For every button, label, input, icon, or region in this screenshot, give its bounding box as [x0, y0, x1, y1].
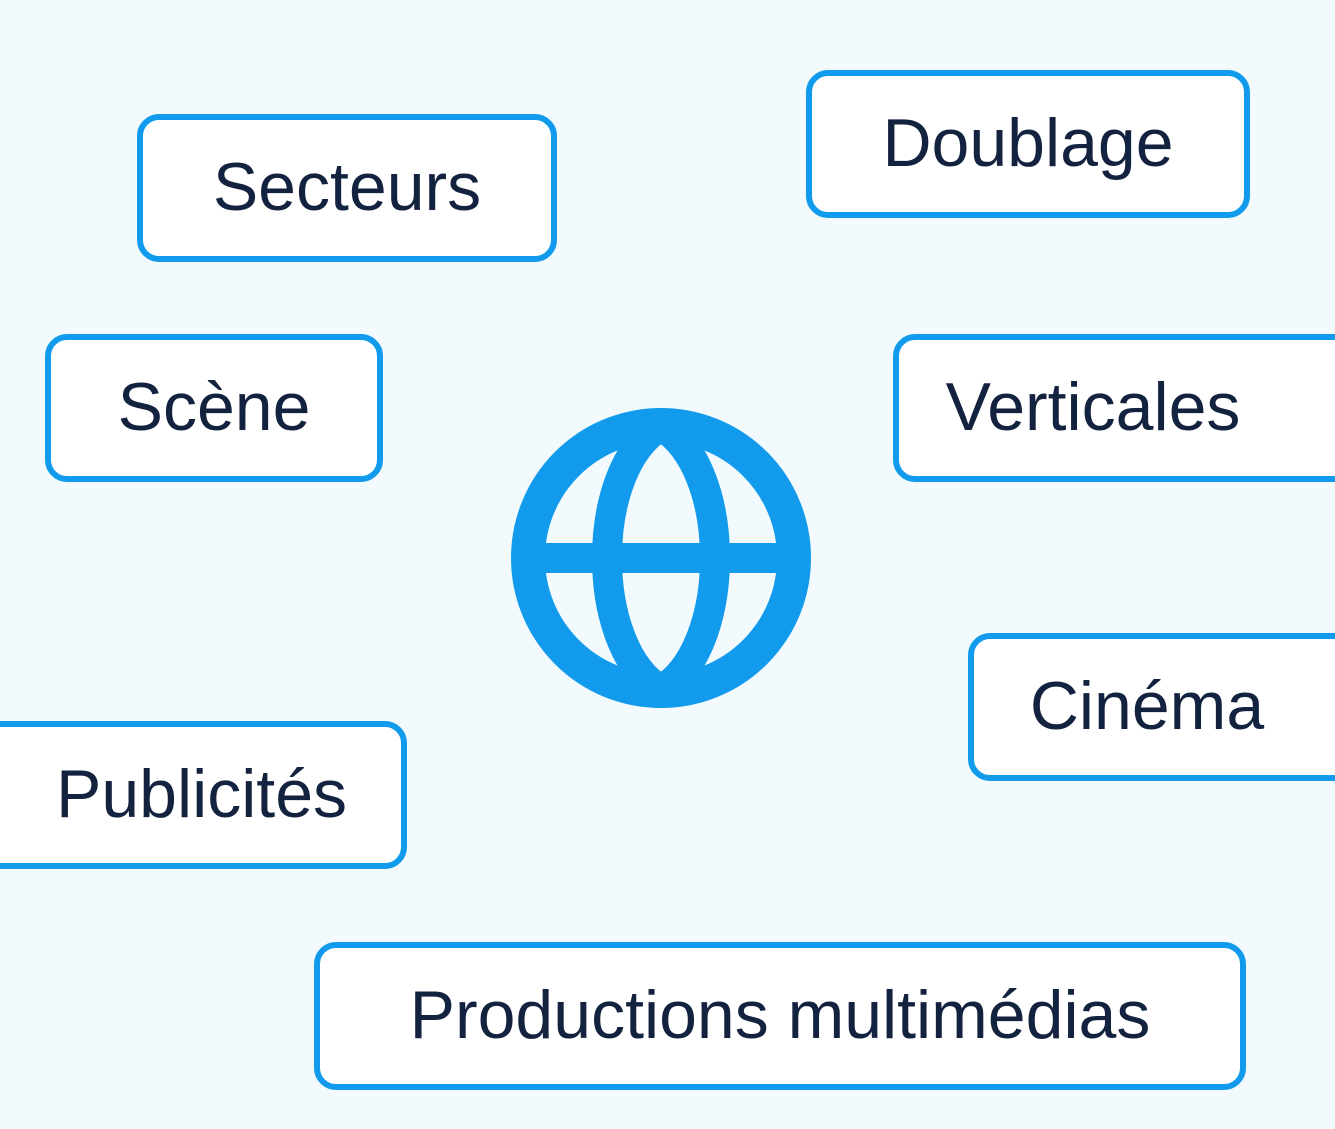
tag-verticales[interactable]: Verticales	[893, 334, 1335, 482]
tag-publicites-label: Publicités	[55, 756, 348, 832]
globe-icon	[511, 408, 811, 708]
tag-doublage-label: Doublage	[882, 105, 1174, 181]
tag-secteurs[interactable]: Secteurs	[137, 114, 557, 262]
tag-productions-multimedias[interactable]: Productions multimédias	[314, 942, 1246, 1090]
tag-doublage[interactable]: Doublage	[806, 70, 1250, 218]
tag-cinema-label: Cinéma	[1029, 668, 1265, 744]
tag-verticales-label: Verticales	[945, 369, 1241, 445]
tag-secteurs-label: Secteurs	[212, 149, 482, 225]
tag-scene-label: Scène	[117, 369, 311, 445]
tag-publicites[interactable]: Publicités	[0, 721, 407, 869]
tag-productions-multimedias-label: Productions multimédias	[409, 977, 1151, 1053]
tag-cinema[interactable]: Cinéma	[968, 633, 1335, 781]
tag-scene[interactable]: Scène	[45, 334, 383, 482]
